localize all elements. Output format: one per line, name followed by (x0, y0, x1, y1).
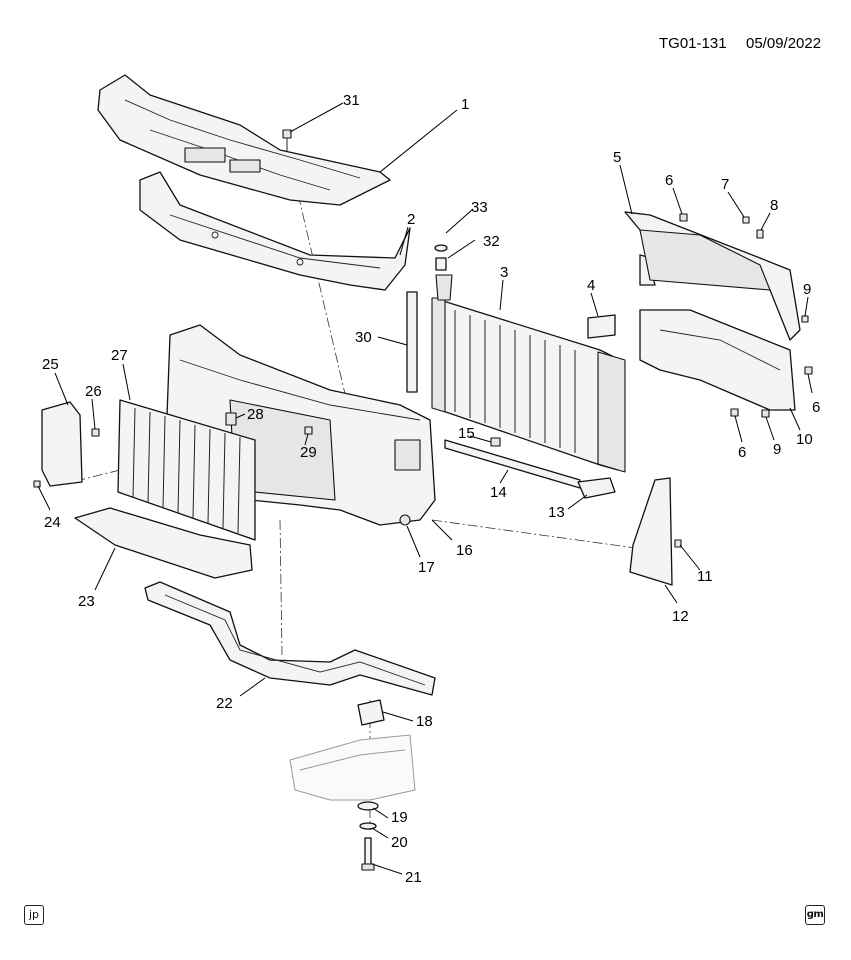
callout-7: 7 (721, 176, 729, 193)
leader-lines (37, 102, 813, 875)
fastener-set (33, 213, 813, 548)
callout-11: 11 (697, 568, 713, 585)
callout-9-lower: 9 (773, 441, 781, 458)
callout-8: 8 (770, 197, 778, 214)
jp-badge-icon: jp (24, 905, 44, 925)
radiator-cap (434, 244, 448, 271)
callout-14: 14 (490, 484, 507, 501)
callout-28: 28 (247, 406, 264, 423)
condenser (117, 399, 256, 541)
callout-1: 1 (461, 96, 469, 113)
callout-16: 16 (456, 542, 473, 559)
callout-30: 30 (355, 329, 372, 346)
callout-15: 15 (458, 425, 475, 442)
radiator-bracket-lower (577, 477, 616, 499)
air-baffle-right (629, 477, 673, 586)
lower-air-deflector (74, 507, 253, 579)
callout-29: 29 (300, 444, 317, 461)
callout-5: 5 (613, 149, 621, 166)
callout-3: 3 (500, 264, 508, 281)
callout-18: 18 (416, 713, 433, 730)
lower-tie-bar (144, 581, 436, 696)
callout-25: 25 (42, 356, 59, 373)
callout-21: 21 (405, 869, 422, 886)
callout-6-right: 6 (812, 399, 820, 416)
callout-10: 10 (796, 431, 813, 448)
callout-31: 31 (343, 92, 360, 109)
callout-13: 13 (548, 504, 565, 521)
upper-tie-bar-cover (97, 74, 391, 206)
callout-26: 26 (85, 383, 102, 400)
bolt-31 (282, 129, 292, 152)
radiator-bracket-upper (587, 314, 616, 339)
callout-27: 27 (111, 347, 128, 364)
callout-22: 22 (216, 695, 233, 712)
callout-6-lower: 6 (738, 444, 746, 461)
body-mount-cushion (357, 699, 385, 726)
callout-23: 23 (78, 593, 95, 610)
frame-rail-reference (289, 734, 416, 801)
callout-33: 33 (471, 199, 488, 216)
diagram-date: 05/09/2022 (746, 35, 821, 52)
mount-bolt-21 (361, 837, 375, 871)
callout-24: 24 (44, 514, 61, 531)
fan-shroud-lower (639, 309, 796, 411)
callout-4: 4 (587, 277, 595, 294)
callout-6-upper: 6 (665, 172, 673, 189)
callout-19: 19 (391, 809, 408, 826)
fan-shroud-upper (624, 211, 801, 341)
callout-2: 2 (407, 211, 415, 228)
air-baffle-left (41, 401, 83, 487)
callout-20: 20 (391, 834, 408, 851)
callout-labels: 1 2 3 4 5 6 6 6 7 8 9 9 10 11 12 13 14 1… (42, 92, 820, 886)
radiator-seal-strip (406, 291, 418, 393)
callout-12: 12 (672, 608, 689, 625)
radiator-upper-support-bar (139, 171, 411, 291)
callout-32: 32 (483, 233, 500, 250)
callout-17: 17 (418, 559, 435, 576)
mount-washer-20 (359, 822, 377, 830)
callout-9-upper: 9 (803, 281, 811, 298)
radiator (431, 274, 626, 473)
gm-logo-icon: gm (805, 905, 825, 925)
diagram-code: TG01-131 (659, 35, 727, 52)
